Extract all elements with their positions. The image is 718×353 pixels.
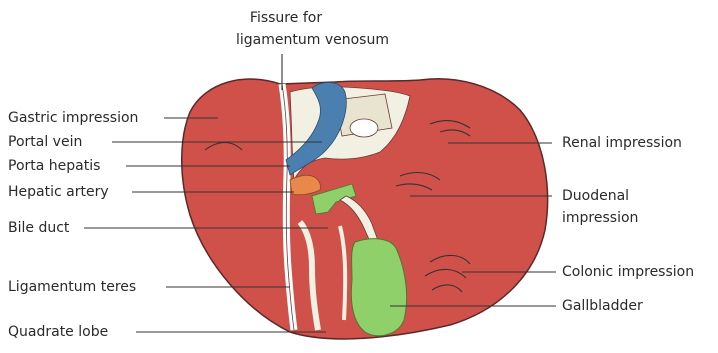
label-quadrate-lobe: Quadrate lobe [8, 322, 108, 342]
label-colonic-impression: Colonic impression [562, 262, 694, 282]
label-porta-hepatis: Porta hepatis [8, 156, 100, 176]
label-fissure-line2: ligamentum venosum [236, 30, 389, 50]
label-duodenal-line2: impression [562, 208, 638, 228]
label-hepatic-artery: Hepatic artery [8, 182, 109, 202]
label-portal-vein: Portal vein [8, 132, 82, 152]
label-fissure-line1: Fissure for [236, 8, 336, 28]
ivc-opening [350, 119, 378, 137]
label-gallbladder: Gallbladder [562, 296, 643, 316]
label-duodenal-line1: Duodenal [562, 186, 629, 206]
label-ligamentum-teres: Ligamentum teres [8, 277, 136, 297]
label-renal-impression: Renal impression [562, 133, 682, 153]
label-bile-duct: Bile duct [8, 218, 69, 238]
gallbladder [351, 239, 406, 336]
label-gastric-impression: Gastric impression [8, 108, 138, 128]
hepatic-artery [290, 175, 321, 195]
